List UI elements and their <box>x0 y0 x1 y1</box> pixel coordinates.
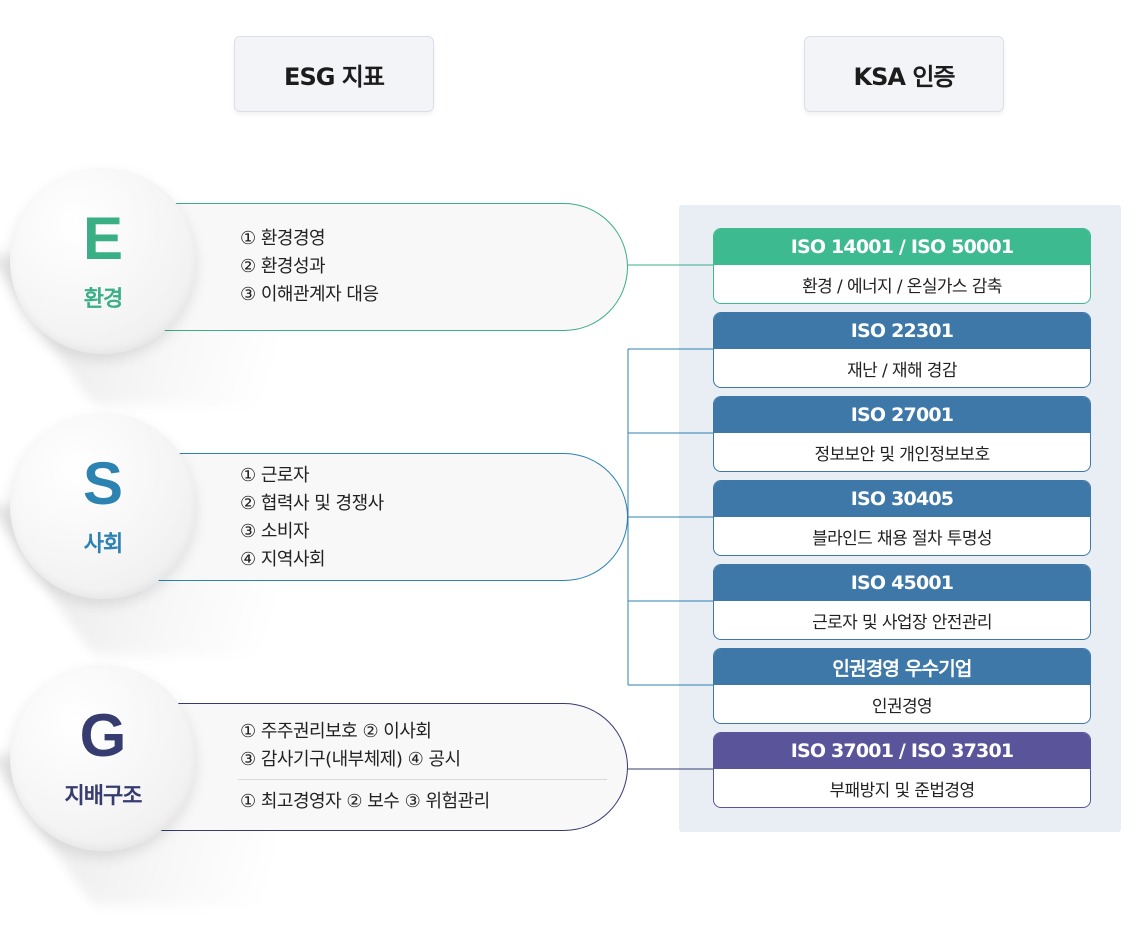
ksa-card-desc: 근로자 및 사업장 안전관리 <box>812 612 992 633</box>
ksa-card-title: ISO 22301 <box>714 313 1090 349</box>
e-indicator-box: ① 환경경영 ② 환경성과 ③ 이해관계자 대응 <box>150 203 628 331</box>
ksa-card-iso14001: ISO 14001 / ISO 50001 환경 / 에너지 / 온실가스 감축 <box>713 228 1091 304</box>
g-divider <box>238 779 607 780</box>
e-item-list: ① 환경경영 ② 환경성과 ③ 이해관계자 대응 <box>240 225 379 309</box>
ksa-card-iso22301: ISO 22301 재난 / 재해 경감 <box>713 312 1091 388</box>
e-circle: E 환경 <box>10 168 196 354</box>
ksa-card-iso45001: ISO 45001 근로자 및 사업장 안전관리 <box>713 564 1091 640</box>
s-item: ③ 소비자 <box>240 521 310 542</box>
esg-header: ESG 지표 <box>234 36 434 112</box>
ksa-card-title: ISO 14001 / ISO 50001 <box>714 229 1090 265</box>
ksa-card-iso27001: ISO 27001 정보보안 및 개인정보보호 <box>713 396 1091 472</box>
g-extra-item: ① 최고경영자 ② 보수 ③ 위험관리 <box>240 791 490 812</box>
g-letter: G <box>79 702 127 769</box>
s-label: 사회 <box>83 532 123 557</box>
g-item: ③ 감사기구(내부체제) ④ 공시 <box>240 749 461 770</box>
s-circle: S 사회 <box>10 413 196 599</box>
e-item: ③ 이해관계자 대응 <box>240 284 379 305</box>
ksa-card-desc: 재난 / 재해 경감 <box>847 360 957 381</box>
ksa-card-iso30405: ISO 30405 블라인드 채용 절차 투명성 <box>713 480 1091 556</box>
e-letter: E <box>82 205 124 272</box>
e-item: ① 환경경영 <box>240 228 326 249</box>
s-letter: S <box>82 450 124 517</box>
s-item: ① 근로자 <box>240 465 310 486</box>
g-indicator-box: ① 주주권리보호 ② 이사회 ③ 감사기구(내부체제) ④ 공시 ① 최고경영자… <box>150 703 628 831</box>
ksa-card-human-rights: 인권경영 우수기업 인권경영 <box>713 648 1091 724</box>
ksa-header: KSA 인증 <box>804 36 1004 112</box>
g-item-list: ① 주주권리보호 ② 이사회 ③ 감사기구(내부체제) ④ 공시 <box>240 718 461 774</box>
ksa-card-iso37001: ISO 37001 / ISO 37301 부패방지 및 준법경영 <box>713 732 1091 808</box>
ksa-card-title: ISO 30405 <box>714 481 1090 517</box>
s-item: ② 협력사 및 경쟁사 <box>240 493 384 514</box>
g-extra-item-list: ① 최고경영자 ② 보수 ③ 위험관리 <box>240 788 490 816</box>
ksa-card-desc: 부패방지 및 준법경영 <box>829 780 976 801</box>
s-item-list: ① 근로자 ② 협력사 및 경쟁사 ③ 소비자 ④ 지역사회 <box>240 462 384 574</box>
g-item: ① 주주권리보호 ② 이사회 <box>240 721 432 742</box>
ksa-card-title: ISO 37001 / ISO 37301 <box>714 733 1090 769</box>
e-item: ② 환경성과 <box>240 256 326 277</box>
g-label: 지배구조 <box>64 784 143 809</box>
s-indicator-box: ① 근로자 ② 협력사 및 경쟁사 ③ 소비자 ④ 지역사회 <box>150 453 628 581</box>
ksa-card-title: ISO 27001 <box>714 397 1090 433</box>
g-circle: G 지배구조 <box>10 665 196 851</box>
e-label: 환경 <box>83 287 123 312</box>
ksa-card-title: ISO 45001 <box>714 565 1090 601</box>
s-item: ④ 지역사회 <box>240 549 326 570</box>
ksa-card-desc: 블라인드 채용 절차 투명성 <box>812 528 992 549</box>
ksa-card-desc: 환경 / 에너지 / 온실가스 감축 <box>802 276 1002 297</box>
ksa-card-desc: 정보보안 및 개인정보보호 <box>814 444 990 465</box>
ksa-card-desc: 인권경영 <box>871 696 933 717</box>
ksa-card-title: 인권경영 우수기업 <box>714 649 1090 685</box>
